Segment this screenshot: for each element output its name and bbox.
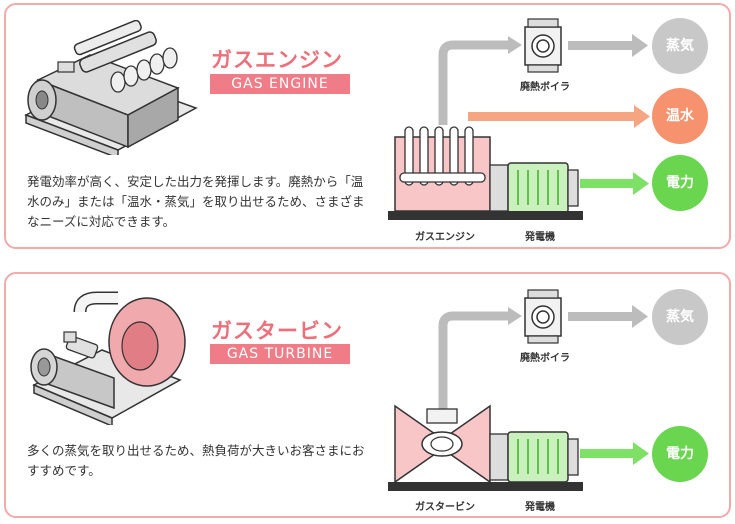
turbine-title-jp: ガスタービン — [211, 319, 343, 343]
engine-boiler-label: 廃熱ボイラ — [520, 82, 570, 93]
engine-generator-label: 発電機 — [525, 232, 555, 243]
engine-title-jp: ガスエンジン — [211, 48, 343, 72]
turbine-generator-label: 発電機 — [525, 502, 555, 513]
engine-hot-water-output: 温水 — [652, 88, 708, 144]
gas-turbine-illustration — [30, 291, 186, 425]
turbine-power-output: 電力 — [652, 426, 708, 482]
engine-steam-output: 蒸気 — [652, 18, 708, 74]
turbine-title-en: GAS TURBINE — [210, 344, 350, 364]
engine-unit-label: ガスエンジン — [415, 232, 475, 243]
engine-title-en: GAS ENGINE — [210, 74, 350, 94]
turbine-description: 多くの蒸気を取り出せるため、熱負荷が大きいお客さまにおすすめです。 — [27, 443, 365, 478]
turbine-steam-output: 蒸気 — [652, 289, 708, 345]
turbine-unit-label: ガスタービン — [415, 502, 475, 513]
engine-flow-diagram — [388, 18, 650, 220]
turbine-flow-diagram — [388, 289, 649, 491]
engine-power-output: 電力 — [652, 155, 708, 211]
gas-engine-illustration — [24, 20, 198, 155]
arrow-right-icon — [508, 36, 522, 54]
turbine-boiler-label: 廃熱ボイラ — [520, 353, 570, 364]
engine-description: 発電効率が高く、安定した出力を発揮します。廃熱から「温水のみ」または「温水・蒸気… — [27, 174, 365, 229]
